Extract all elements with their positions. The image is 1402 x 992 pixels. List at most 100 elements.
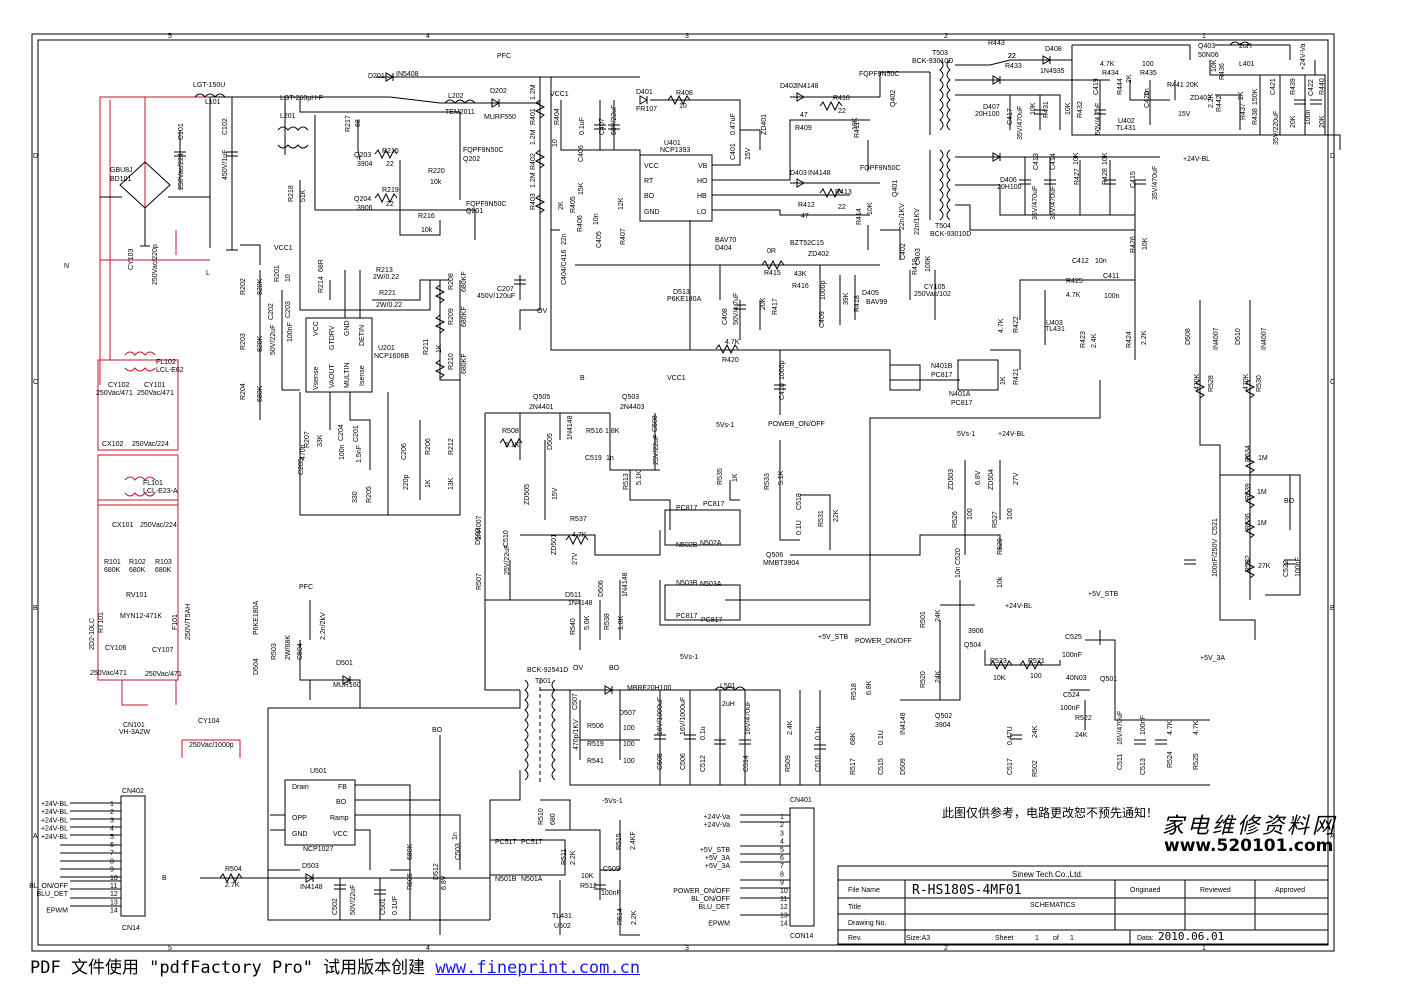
label-c406v: 0.1uF [579,117,586,135]
label-d508: D508 [1185,328,1192,345]
label-q403: Q403 [1198,43,1215,50]
tb-sheets: 1 [1070,935,1074,942]
label-c102: C102 [222,118,229,135]
cn402-net-3: +24V-BL [41,817,68,824]
label-r424v: 2.2K [1141,330,1148,345]
label-r527v: 100 [1007,508,1014,520]
cn401-pin-5: 5 [780,847,784,854]
label-r202: R202 [240,278,247,295]
cn401-title: CN401 [790,797,812,804]
label-c206: C206 [401,443,408,460]
label-c412v: 10n [1095,258,1107,265]
label-d402: D402 [780,83,797,90]
label-r501: R501 [920,611,927,628]
label-r221v: 2W/0.22 [376,302,402,309]
tb-date-label: Data: [1137,935,1154,942]
label-r512: R512 [580,883,597,890]
label-d513v: P6KE180A [667,296,702,303]
label-c203v: 100nF [287,322,294,342]
label-c403: C403 [915,248,922,265]
label-c505v: 16V/1000uF [657,697,664,735]
label-c206v: 220p [403,474,410,490]
label-q202n: Q202 [463,156,480,163]
label-q203v: 3904 [357,161,373,168]
label-cy102: CY102 [108,382,130,389]
label-c408: C408 [722,308,729,325]
label-r101v: 680K [104,567,121,574]
label-pfc1: PFC [497,53,511,60]
label-r207: R207 [304,431,311,448]
label-d508v: IN4007 [1213,327,1220,350]
cn401-net-14: EPWM [708,921,730,928]
label-r438v: 150K [1252,88,1259,105]
label-u401p7: HB [697,193,707,200]
cn401-pin-4: 4 [780,839,784,846]
label-d509v: IN4148 [900,712,907,735]
label-c504: C504 [297,643,304,660]
label-r504v: 2.7K [225,882,240,889]
label-r103v: 680K [155,567,172,574]
label-q402n: Q402 [890,90,897,107]
label-r206: R206 [425,438,432,455]
label-u201p7: MULTIN [344,362,351,388]
label-c405v: 10n [593,213,600,225]
label-r407: R407 [620,228,627,245]
label-n503b: N503B [676,580,698,587]
cn401-pin-13: 13 [780,912,788,919]
label-r530: R530 [1256,375,1263,392]
label-r415v: 0R [767,248,776,255]
grid-row-c-right: C [1330,379,1335,386]
label-r530v: 470K [1243,373,1250,390]
label-l202: L202 [448,93,464,100]
label-r408v: 10 [679,103,687,110]
label-r503: R503 [271,643,278,660]
label-r438: R438 [1252,108,1259,125]
label-q402: FQPF9N50C [859,71,899,78]
label-cx101v: 250Vac/224 [140,522,177,529]
label-c202: C202 [268,303,275,320]
label-ov2: OV [573,665,583,672]
label-c501v: 0.1UF [392,896,399,915]
label-r220: R220 [428,168,445,175]
grid-row-d: D [33,153,38,160]
label-nin: N [64,263,69,270]
label-c502v: 50V/22uF [350,885,357,915]
cn401-name: CON14 [790,933,813,940]
label-c501: C501 [380,898,387,915]
label-r432v: 10K [1065,102,1072,115]
label-r521v: 100 [1030,673,1042,680]
label-r417v: 20K [760,297,767,310]
footer-link[interactable]: www.fineprint.com.cn [435,958,641,978]
label-r428: R428 [1102,168,1109,185]
label-cy101: CY101 [144,382,166,389]
label-n501a: N501A [521,876,543,883]
label-q505: Q505 [533,394,550,401]
cn402-pin-11: 11 [110,883,117,890]
cn401-connector: CN401 CON14 1+24V-Va2+24V-Va345+5V_STB6+… [673,797,813,940]
cn402-pin-12: 12 [110,891,118,898]
label-c419v: 50V/4.7uF [1095,103,1102,135]
label-c404v: 22n [561,233,568,245]
label-q503v: 2N4403 [620,404,645,411]
label-c401: C401 [730,143,737,160]
label-c505: C505 [657,753,664,770]
label-n502b: N502B [676,542,698,549]
label-d511: D511 [565,592,581,599]
label-r420v: 4.7K [725,339,740,346]
label-c507: C507 [572,693,579,710]
label-r216: R216 [418,213,435,220]
grid-col-4: 4 [426,33,430,40]
label-r203v: 820K [257,335,264,352]
label-r423v: 2.4K [1091,333,1098,348]
label-c401v: 0.47uF [730,113,737,135]
label-c412: C412 [1072,258,1089,265]
label-r414: R414 [856,208,863,225]
label-vcc1c: VCC1 [667,375,686,382]
label-r205v: 330 [352,491,359,503]
label-r210: R210 [448,353,455,370]
label-r524: R524 [1167,751,1174,768]
label-q204v: 3906 [357,205,373,212]
label-r529: R529 [997,538,1004,555]
label-q401n: Q401 [892,180,899,197]
label-r519v: 100 [623,741,635,748]
